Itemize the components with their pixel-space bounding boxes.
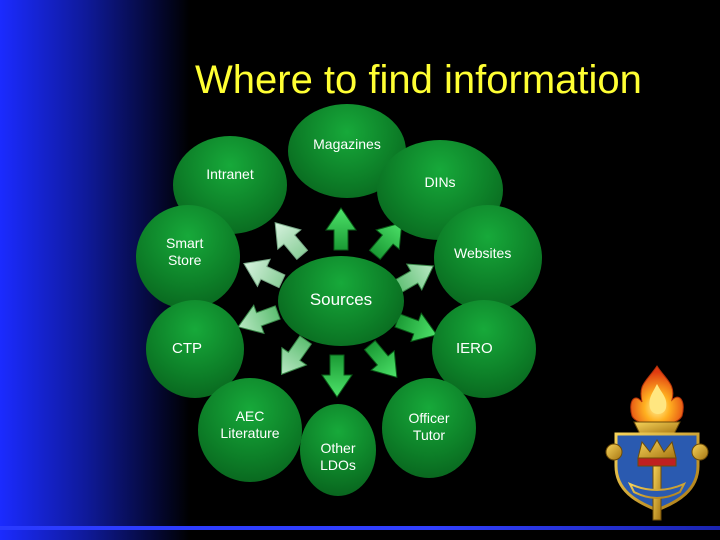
arrow-to-officer-tutor	[357, 335, 409, 388]
node-officer-tutor: Officer Tutor	[382, 378, 476, 478]
arrow-to-intranet	[263, 212, 315, 265]
node-iero: IERO	[432, 300, 536, 398]
arrow-to-other-ldos	[321, 354, 353, 398]
torch-crest-emblem	[605, 365, 709, 521]
node-other-ldos: Other LDOs	[300, 404, 376, 496]
bottom-blue-rule	[0, 526, 720, 530]
arrow-to-magazines	[325, 207, 357, 251]
node-smart-store: Smart Store	[136, 205, 240, 309]
slide-title: Where to find information	[195, 58, 642, 102]
node-aec-literature: AEC Literature	[198, 378, 302, 482]
node-sources: Sources	[278, 256, 404, 346]
node-websites: Websites	[434, 205, 542, 311]
